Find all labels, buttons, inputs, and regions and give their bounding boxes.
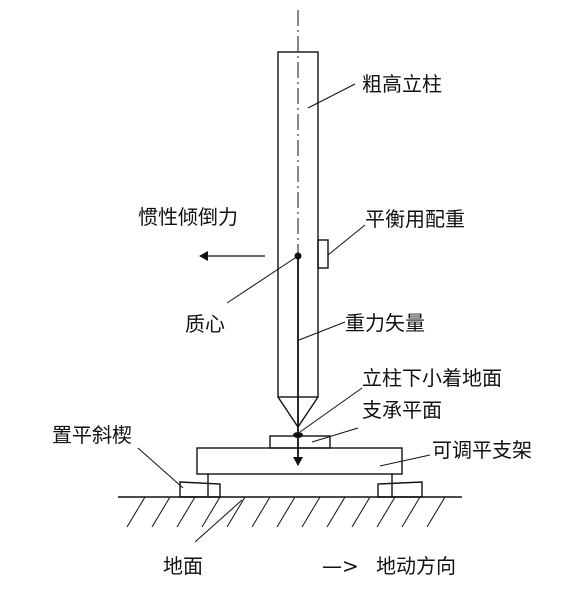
label-adjustable-stand: 可调平支架	[432, 438, 532, 462]
label-support-plane: 支承平面	[362, 398, 442, 422]
counterweight-block	[317, 239, 329, 269]
ground-hatching	[118, 496, 462, 528]
leader-center-of-mass	[226, 255, 299, 304]
label-center-of-mass: 质心	[185, 312, 225, 336]
leveling-wedge-right	[377, 481, 423, 498]
leveling-wedge-left	[179, 481, 221, 498]
leader-ground	[194, 499, 243, 543]
label-leveling-wedge: 置平斜楔	[52, 423, 132, 447]
leader-support-plane	[311, 427, 359, 443]
label-ground-motion: 地动方向	[376, 554, 456, 578]
leader-gravity-vector	[298, 321, 346, 341]
leader-leveling-wedge	[137, 447, 184, 489]
leader-adjustable-stand	[379, 454, 431, 467]
label-tipping-force: 惯性倾倒力	[138, 205, 238, 229]
ground-motion-arrow: —>	[322, 554, 359, 578]
label-column-bottom: 立柱下小着地面	[362, 366, 502, 390]
label-ground: 地面	[163, 554, 203, 578]
leader-counterweight	[327, 224, 366, 256]
label-gravity-vector: 重力矢量	[345, 311, 425, 335]
leader-column-bottom	[299, 387, 363, 433]
adjustable-stand	[196, 447, 403, 475]
label-column: 粗高立柱	[362, 72, 442, 96]
leader-column	[307, 83, 356, 109]
tip-contact-dot	[293, 432, 303, 438]
support-plate	[269, 435, 331, 449]
label-counterweight: 平衡用配重	[365, 207, 465, 231]
